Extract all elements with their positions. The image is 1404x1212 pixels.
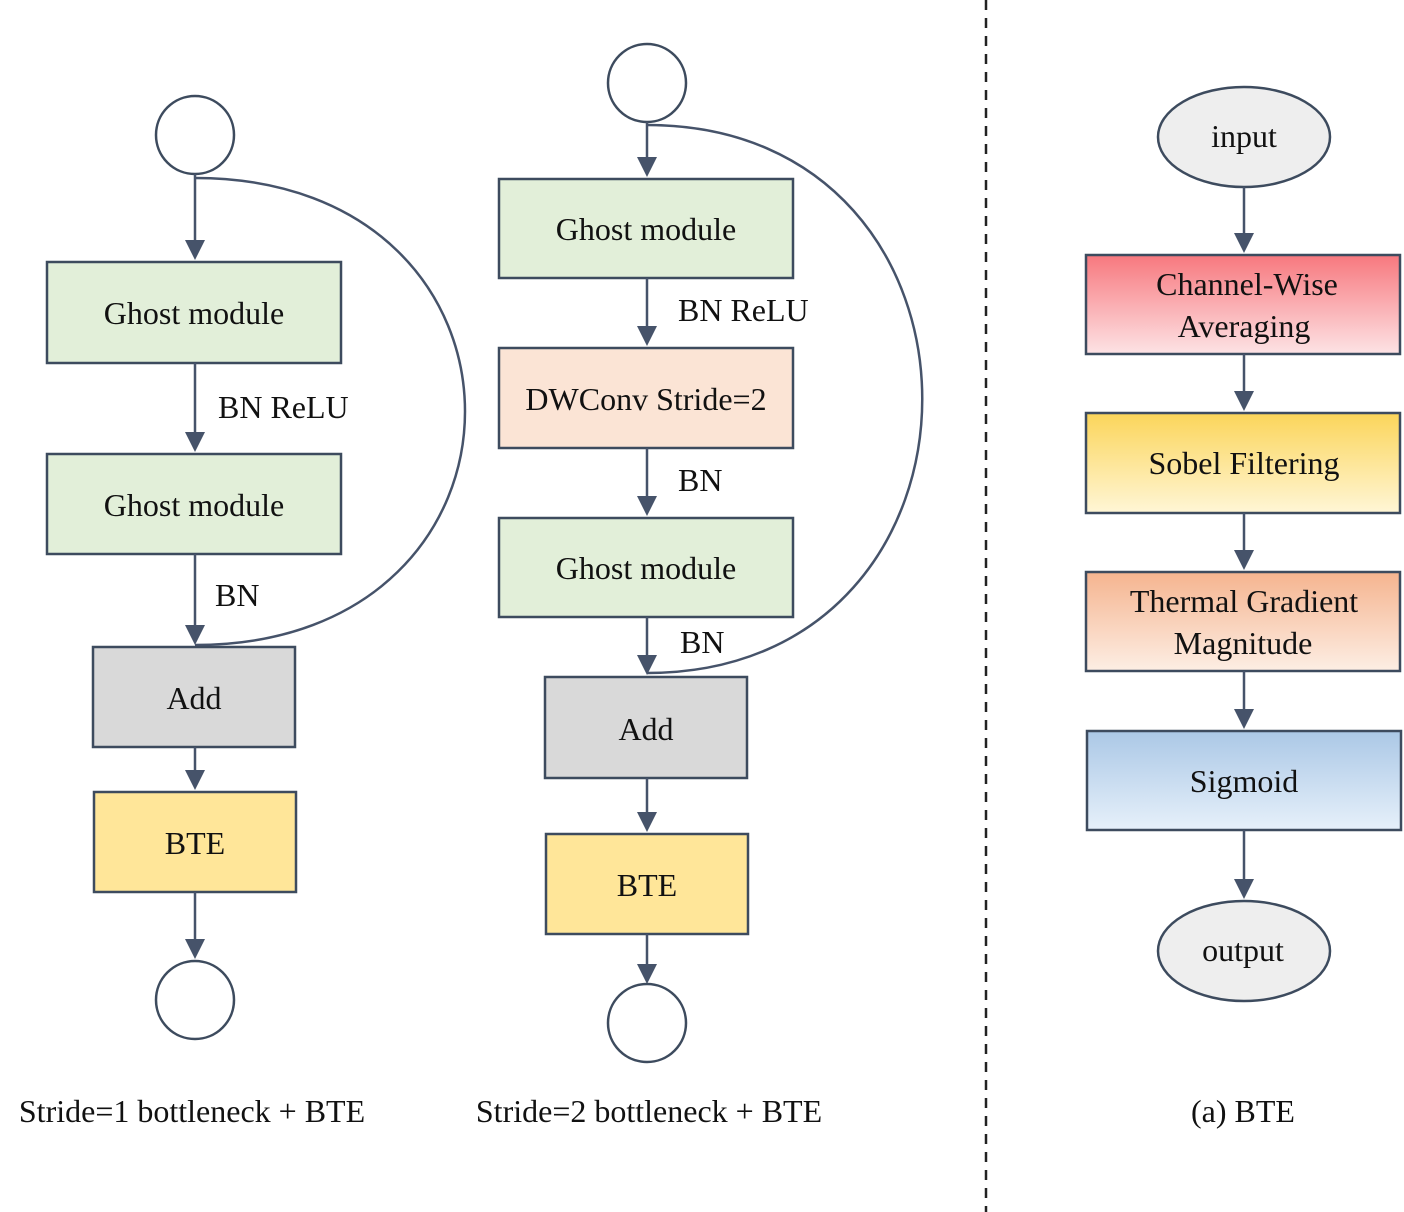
ghost-module-label: Ghost module xyxy=(104,295,284,331)
ghost-module-label: Ghost module xyxy=(556,211,736,247)
bn-relu-label: BN ReLU xyxy=(218,389,349,425)
stride1-caption: Stride=1 bottleneck + BTE xyxy=(19,1093,365,1129)
ghost-module-box xyxy=(45,452,343,556)
arrowhead xyxy=(1234,879,1254,899)
sigmoid-label: Sigmoid xyxy=(1190,763,1298,799)
bn-label: BN xyxy=(215,577,259,613)
dwconv-label: DWConv Stride=2 xyxy=(525,381,766,417)
add-label: Add xyxy=(618,711,673,747)
bn-label: BN xyxy=(680,624,724,660)
dwconv-box xyxy=(497,346,795,450)
bn-label: BN xyxy=(678,462,722,498)
arrowhead xyxy=(185,770,205,790)
arrowhead xyxy=(1234,709,1254,729)
add-box xyxy=(91,645,297,749)
arrowhead xyxy=(185,939,205,959)
arrowhead xyxy=(637,326,657,346)
input-label: input xyxy=(1211,118,1277,154)
arrowhead xyxy=(185,240,205,260)
sobel-filtering-label: Sobel Filtering xyxy=(1148,445,1339,481)
skip-connection-arc xyxy=(646,123,924,675)
arrowhead xyxy=(637,496,657,516)
arrowhead xyxy=(1234,391,1254,411)
bte-label: BTE xyxy=(165,825,225,861)
stride1-block: Ghost module BN ReLU Ghost module BN Add… xyxy=(19,94,467,1129)
ghost-module-label: Ghost module xyxy=(556,550,736,586)
averaging-label: Averaging xyxy=(1178,308,1311,344)
channel-wise-label: Channel-Wise xyxy=(1156,266,1338,302)
stride1-input-node xyxy=(154,94,236,176)
add-label: Add xyxy=(166,680,221,716)
sobel-filtering-box xyxy=(1084,411,1402,515)
skip-connection-arc xyxy=(194,176,467,647)
arrowhead xyxy=(185,432,205,452)
output-label: output xyxy=(1202,932,1284,968)
bte-block: input Channel-Wise Averaging Sobel Filte… xyxy=(1084,85,1403,1129)
arrowhead xyxy=(637,157,657,177)
stride2-input-node xyxy=(606,42,688,124)
ghost-module-label: Ghost module xyxy=(104,487,284,523)
arrowhead xyxy=(637,655,657,675)
bte-box xyxy=(544,832,750,936)
stride2-output-node xyxy=(606,982,688,1064)
add-box xyxy=(543,675,749,780)
bte-box xyxy=(92,790,298,894)
stride2-caption: Stride=2 bottleneck + BTE xyxy=(476,1093,822,1129)
bn-relu-label: BN ReLU xyxy=(678,292,809,328)
ghost-module-box xyxy=(497,177,795,280)
arrowhead xyxy=(185,625,205,645)
output-oval xyxy=(1156,899,1332,1003)
bte-label: BTE xyxy=(617,867,677,903)
arrowhead xyxy=(637,812,657,832)
sigmoid-box xyxy=(1085,729,1403,832)
arrowhead xyxy=(1234,550,1254,570)
arrowhead xyxy=(637,964,657,984)
arrowhead xyxy=(1234,233,1254,253)
magnitude-label: Magnitude xyxy=(1174,625,1313,661)
stride2-block: Ghost module BN ReLU DWConv Stride=2 BN … xyxy=(476,42,924,1129)
stride1-output-node xyxy=(154,959,236,1041)
ghost-module-box xyxy=(497,516,795,619)
bte-caption: (a) BTE xyxy=(1191,1093,1295,1129)
channel-wise-averaging-box xyxy=(1084,253,1402,356)
thermal-gradient-label: Thermal Gradient xyxy=(1130,583,1358,619)
